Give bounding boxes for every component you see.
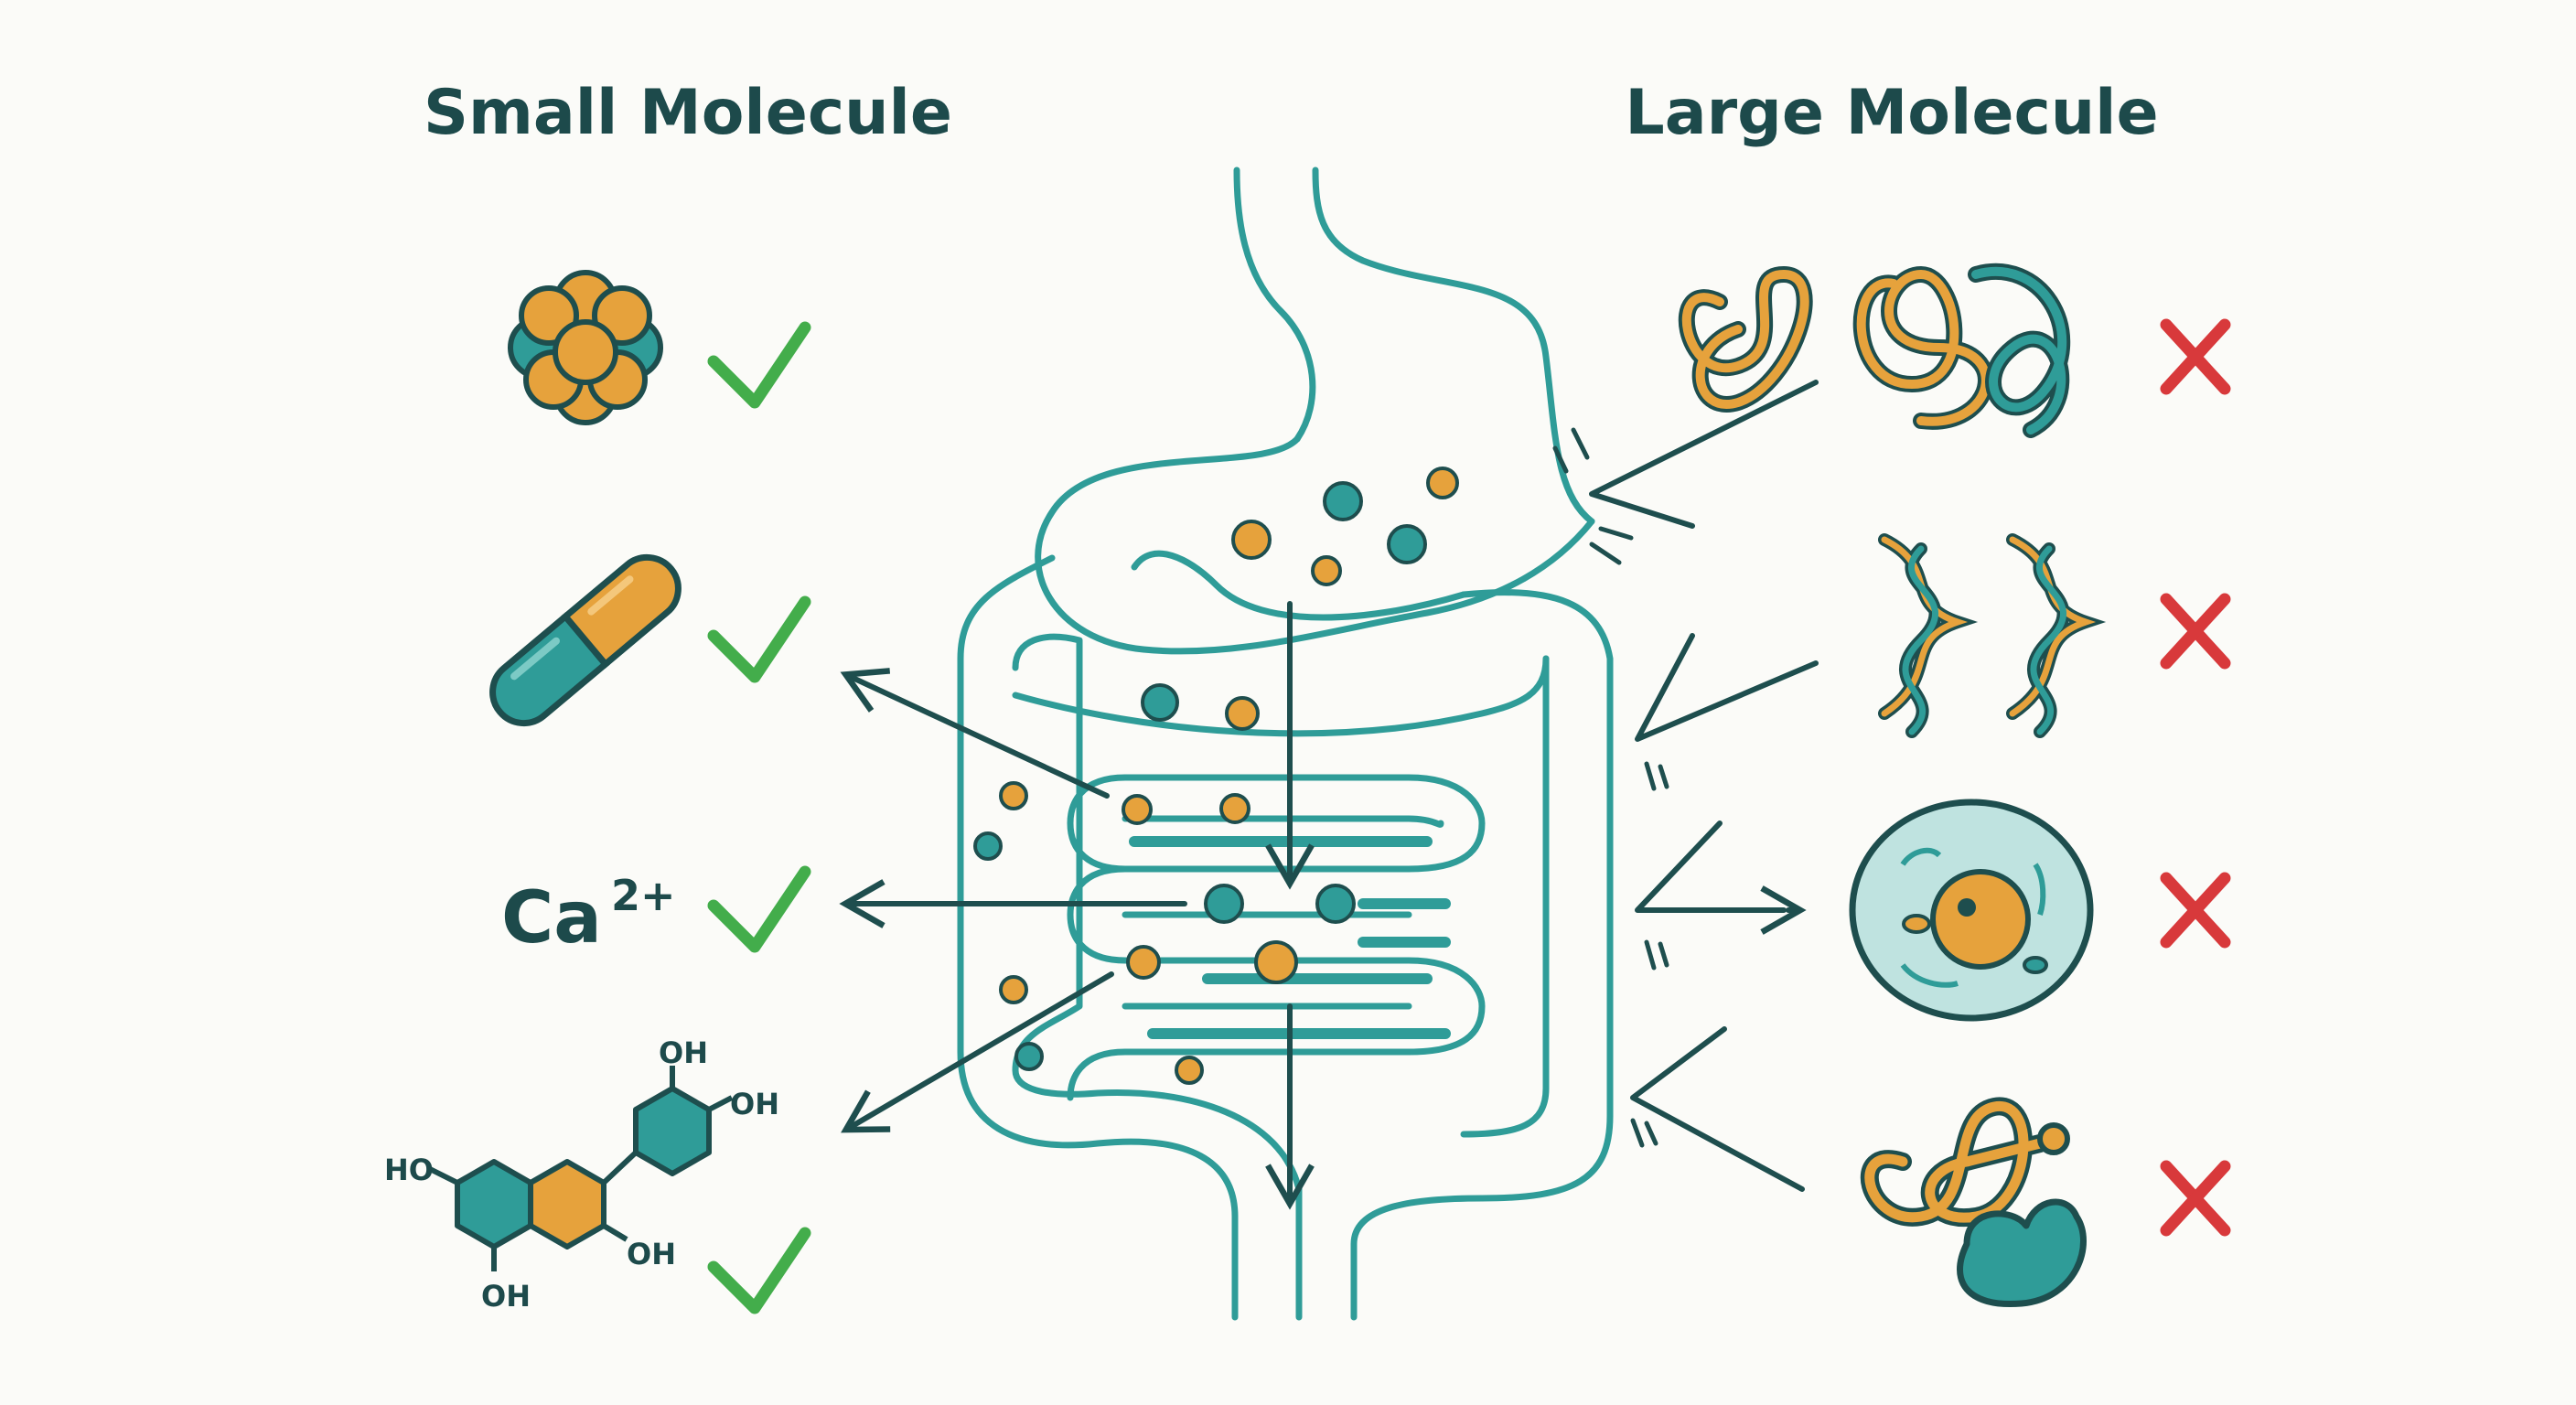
calcium-symbol: Ca xyxy=(501,877,602,960)
impact-marks xyxy=(1552,427,1669,1148)
colon-inner-left xyxy=(1012,633,1303,1321)
protein-complex-icon xyxy=(1878,533,2107,738)
gut-particles xyxy=(973,467,1459,1085)
colon-top xyxy=(1012,655,1550,737)
large-molecule-heading: Large Molecule xyxy=(1625,77,2158,149)
stomach-body xyxy=(1035,435,1595,655)
calcium-charge: 2+ xyxy=(611,871,676,920)
rejection-arrows xyxy=(1589,380,1819,1192)
stomach-inner xyxy=(1131,550,1467,621)
digestive-tract xyxy=(957,166,1614,1321)
folded-protein-icon xyxy=(1678,263,2071,438)
protein-receptor-icon xyxy=(1860,1097,2087,1308)
esophagus-wall-left xyxy=(1233,166,1316,443)
oh-label: OH xyxy=(730,1087,779,1121)
cross-icon xyxy=(2160,318,2231,395)
check-icon xyxy=(707,321,811,409)
cell-icon xyxy=(1849,799,2094,1022)
check-icon xyxy=(707,865,811,953)
calcium-ion-label: Ca 2+ xyxy=(501,871,676,960)
intestine-stripes xyxy=(1129,836,1451,1039)
intestine-loop-1 xyxy=(1067,774,1486,1056)
oh-label: OH xyxy=(659,1035,708,1070)
flow-arrows xyxy=(839,601,1315,1210)
colon-right-outer xyxy=(1350,589,1614,1321)
particle-cluster-icon xyxy=(508,270,663,425)
capsule-icon xyxy=(489,553,682,727)
check-icon xyxy=(707,595,811,683)
colon-outer xyxy=(957,554,1239,1321)
ho-label: HO xyxy=(384,1153,434,1187)
check-icon xyxy=(707,1227,811,1314)
intestine-loop-2 xyxy=(1122,815,1444,1010)
oh-label: OH xyxy=(627,1237,676,1271)
colon-right-inner xyxy=(1460,655,1550,1138)
esophagus-wall-right xyxy=(1312,166,1595,525)
small-molecule-heading: Small Molecule xyxy=(424,77,952,149)
flavonoid-structure-icon xyxy=(428,1066,734,1271)
intestine-loop-3 xyxy=(1067,774,1129,1101)
cross-icon xyxy=(2160,1160,2231,1237)
cross-icon xyxy=(2160,872,2231,949)
cross-icon xyxy=(2160,593,2231,670)
oh-label: OH xyxy=(481,1279,531,1314)
